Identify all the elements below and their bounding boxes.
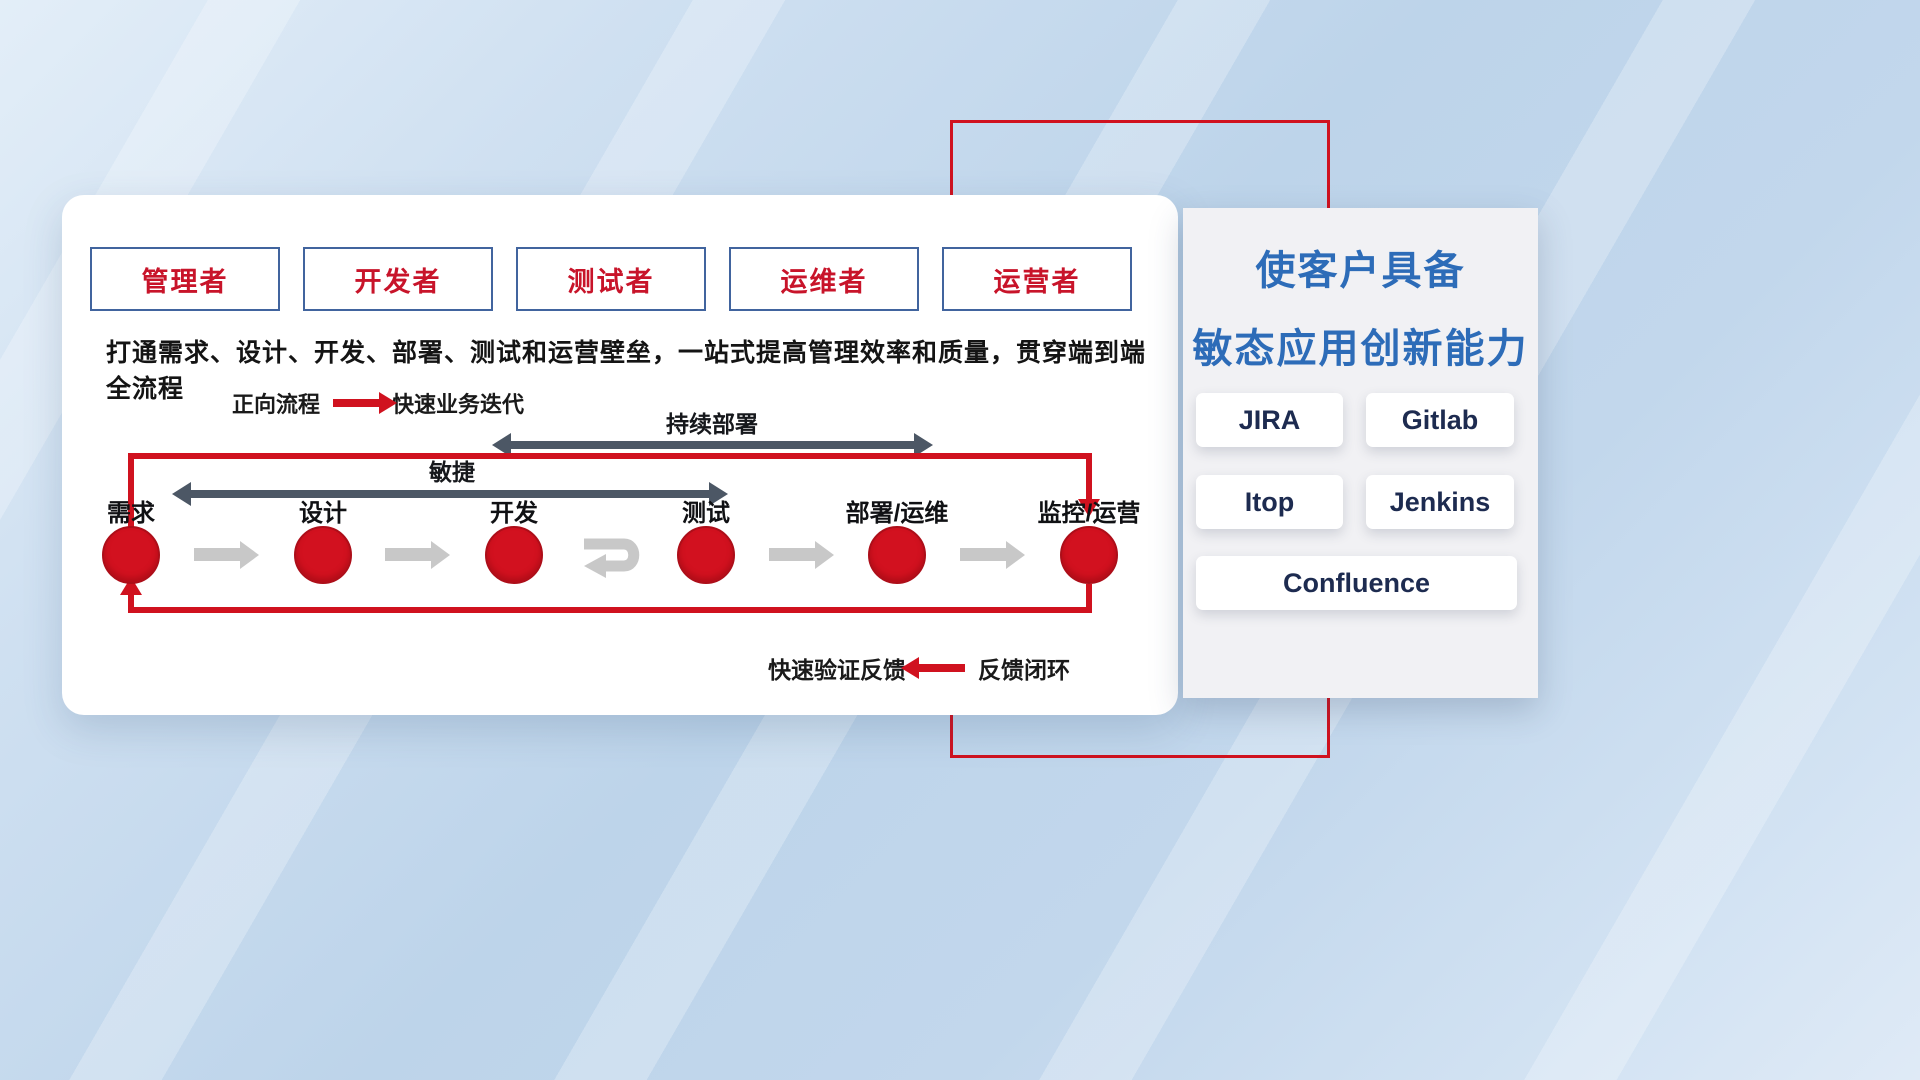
node-circle-requirements [102,526,160,584]
node-circle-deploy-ops [868,526,926,584]
feedback-legend-desc: 反馈闭环 [978,657,1070,683]
agile-label: 敏捷 [429,459,475,485]
loop-right-down-line [1086,453,1092,501]
forward-legend-label: 正向流程 [232,392,321,417]
feedback-bottom-line [128,607,1092,613]
tool-chip-itop: Itop [1196,475,1343,529]
role-boxes-row: 管理者 开发者 测试者 运维者 运营者 [90,247,1132,311]
agile-double-arrow-icon [190,490,710,498]
panel-title-line2: 敏态应用创新能力 [1192,327,1529,371]
feedback-arrow-icon [919,664,965,672]
loop-down-arrow-icon [1078,499,1100,517]
forward-legend: 正向流程 快速业务迭代 [232,387,524,419]
tool-chip-confluence: Confluence [1196,556,1517,610]
panel-title-line1: 使客户具备 [1255,249,1466,293]
role-box-ops: 运维者 [729,247,919,311]
feedback-legend: 快速验证反馈 反馈闭环 [768,651,1070,685]
flow-arrow-icon [960,548,1006,561]
flow-arrow-icon [194,548,240,561]
node-circle-design [294,526,352,584]
loop-top-line [128,453,1092,459]
node-circle-testing [677,526,735,584]
node-label-requirements: 需求 [107,500,155,527]
node-label-design: 设计 [299,500,347,527]
tool-chip-gitlab: Gitlab [1366,393,1514,447]
node-circle-monitor-ops [1060,526,1118,584]
role-box-developer: 开发者 [303,247,493,311]
tool-chip-jenkins: Jenkins [1366,475,1514,529]
role-box-operator: 运营者 [942,247,1132,311]
feedback-right-line [1086,584,1092,613]
role-box-manager: 管理者 [90,247,280,311]
devops-flow-card: 管理者 开发者 测试者 运维者 运营者 打通需求、设计、开发、部署、测试和运营壁… [62,195,1178,715]
capability-panel: 使客户具备 敏态应用创新能力 JIRA Gitlab Itop Jenkins … [1183,208,1538,698]
flow-arrow-icon [385,548,431,561]
continuous-deploy-label: 持续部署 [666,411,758,437]
tool-chip-jira: JIRA [1196,393,1343,447]
card-subtitle: 打通需求、设计、开发、部署、测试和运营壁垒，一站式提高管理效率和质量，贯穿端到端… [106,339,1147,403]
feedback-left-line [128,593,134,613]
forward-legend-desc: 快速业务迭代 [392,392,525,417]
iteration-loop-icon [584,538,640,578]
feedback-legend-label: 快速验证反馈 [768,657,906,683]
node-label-development: 开发 [490,500,538,527]
node-label-deploy-ops: 部署/运维 [845,500,949,527]
loop-left-up-line [128,453,134,527]
node-label-testing: 测试 [682,500,730,527]
node-circle-development [485,526,543,584]
flow-arrow-icon [769,548,815,561]
role-box-tester: 测试者 [516,247,706,311]
forward-arrow-icon [333,399,380,407]
node-label-monitor-ops: 监控/运营 [1037,500,1141,527]
continuous-deploy-double-arrow-icon [510,441,915,449]
